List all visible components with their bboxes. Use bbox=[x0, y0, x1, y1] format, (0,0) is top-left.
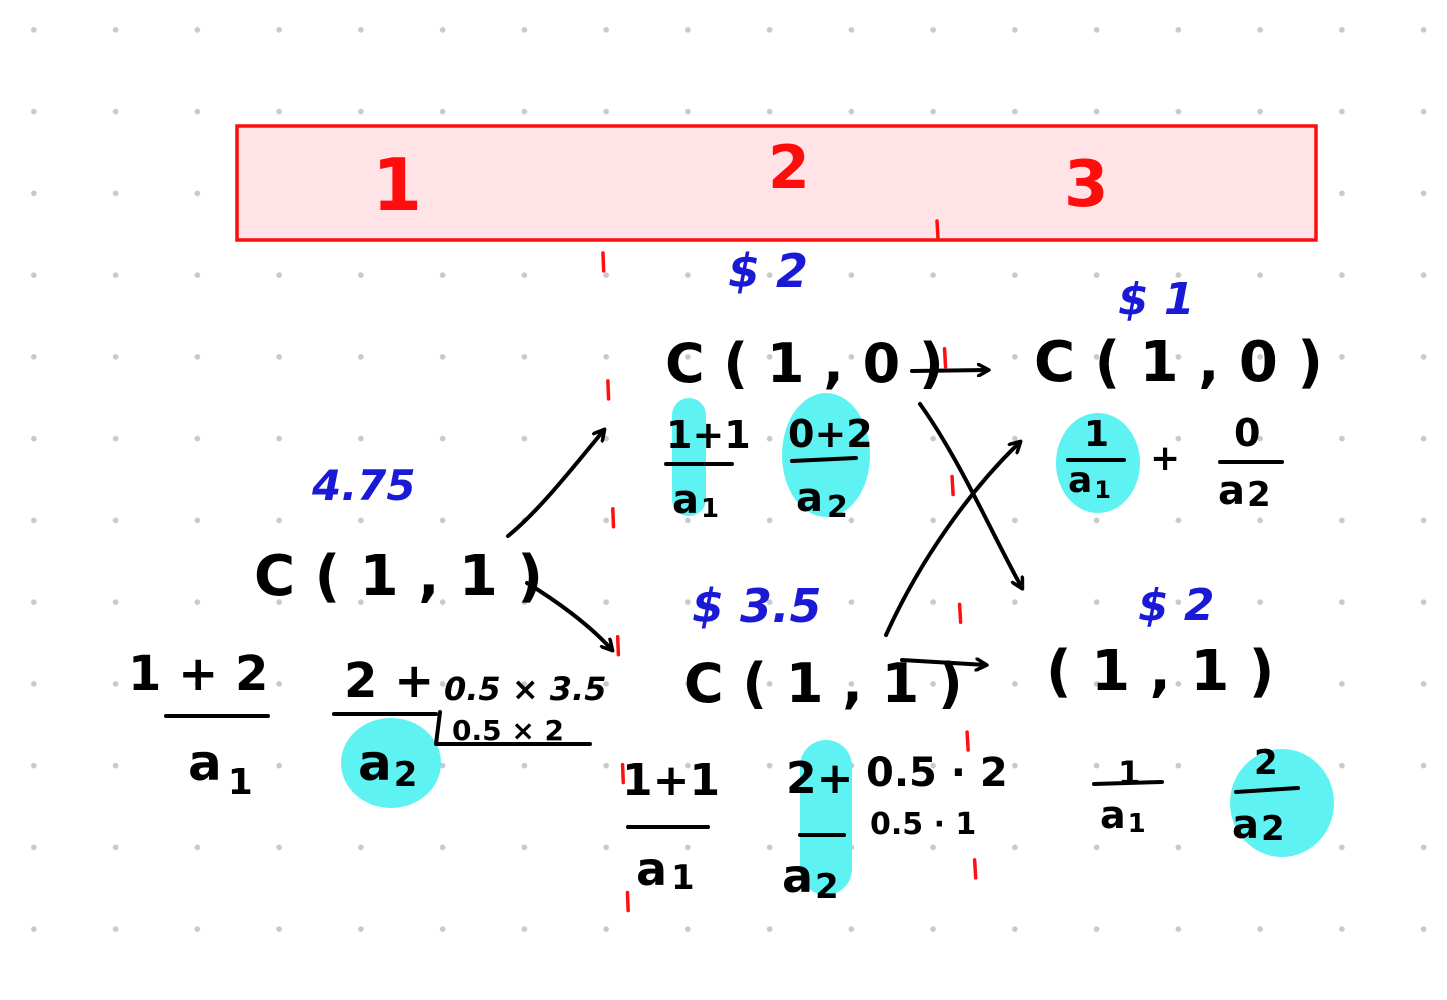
righttop-state: C ( 1 , 0 ) bbox=[1034, 330, 1323, 395]
righttop-frac1-denominator: a1 bbox=[1068, 460, 1111, 504]
midtop-frac1-numerator: 1+1 bbox=[666, 413, 751, 457]
root-extra-top: 0.5 × 3.5 bbox=[444, 670, 606, 708]
midbottom-price: $ 3.5 bbox=[692, 579, 822, 633]
highlight-midtop-a2 bbox=[782, 393, 870, 517]
arrow-midbottom-to-rightbottom bbox=[900, 660, 986, 665]
midtop-frac1-denominator: a1 bbox=[672, 477, 719, 524]
stage-label-1: 1 bbox=[372, 143, 422, 227]
rightbottom-state: ( 1 , 1 ) bbox=[1046, 639, 1274, 704]
root-extra-box bbox=[434, 710, 592, 746]
highlight-righttop-a1 bbox=[1056, 413, 1140, 513]
arrow-midtop-to-righttop bbox=[910, 370, 988, 371]
righttop-plus: + bbox=[1150, 438, 1180, 479]
midbottom-frac1-numerator: 1+1 bbox=[622, 755, 720, 806]
rightbottom-frac1-denominator: a1 bbox=[1100, 793, 1146, 839]
righttop-price: $ 1 bbox=[1118, 274, 1195, 325]
stage-label-3: 3 bbox=[1064, 148, 1109, 222]
rightbottom-frac1-numerator: 1 bbox=[1118, 754, 1140, 792]
midbottom-extra-bottom: 0.5 · 1 bbox=[870, 807, 976, 842]
root-frac2-numerator: 2 + bbox=[344, 653, 434, 709]
midtop-frac2-bar bbox=[790, 456, 858, 463]
midbottom-frac2-numerator: 2+ bbox=[786, 753, 853, 804]
righttop-frac1-numerator: 1 bbox=[1084, 414, 1109, 455]
midbottom-frac2-denominator: a2 bbox=[782, 849, 839, 907]
root-extra-bottom: 0.5 × 2 bbox=[452, 714, 564, 747]
rightbottom-frac1-bar bbox=[1092, 780, 1164, 786]
midtop-state: C ( 1 , 0 ) bbox=[665, 332, 944, 395]
midbottom-extra-top: 0.5 · 2 bbox=[866, 750, 1008, 796]
stage-divider-2 bbox=[935, 219, 984, 987]
root-frac2-denominator: a2 bbox=[358, 734, 417, 795]
righttop-frac2-numerator: 0 bbox=[1234, 411, 1260, 455]
stage-label-2: 2 bbox=[768, 133, 810, 203]
highlight-midbottom-a2 bbox=[800, 740, 852, 895]
root-value: 4.75 bbox=[311, 461, 416, 510]
highlight-midtop-a1 bbox=[672, 398, 706, 516]
root-state: C ( 1 , 1 ) bbox=[254, 544, 543, 609]
stage-band bbox=[235, 124, 1318, 242]
rightbottom-frac2-denominator: a2 bbox=[1232, 802, 1285, 849]
rightbottom-frac2-bar bbox=[1234, 786, 1300, 794]
righttop-frac2-denominator: a2 bbox=[1218, 468, 1271, 515]
midtop-price: $ 2 bbox=[728, 244, 808, 298]
stage-divider-1 bbox=[601, 251, 633, 987]
arrow-root-to-midbottom bbox=[525, 581, 612, 650]
highlight-root-a2 bbox=[341, 718, 441, 808]
midtop-frac2-numerator: 0+2 bbox=[788, 412, 873, 456]
highlight-rightbottom-a2 bbox=[1230, 749, 1334, 857]
arrow-midbottom-to-righttop bbox=[884, 442, 1020, 637]
rightbottom-frac2-numerator: 2 bbox=[1254, 743, 1278, 783]
arrow-root-to-midtop bbox=[506, 430, 604, 538]
rightbottom-price: $ 2 bbox=[1138, 580, 1215, 631]
root-frac1-numerator: 1 + 2 bbox=[128, 646, 268, 702]
